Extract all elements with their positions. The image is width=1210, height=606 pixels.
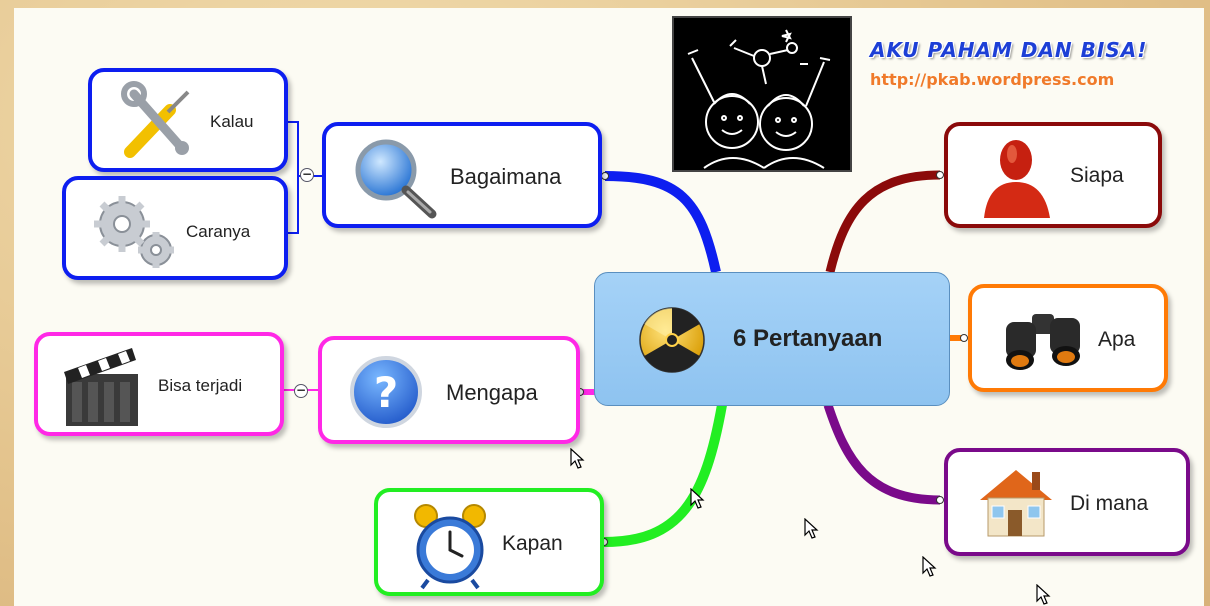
cursor-icon [690,488,705,509]
brand-title: AKU PAHAM DAN BISA! [870,38,1148,62]
question-icon: ? [348,354,424,435]
node-kalau-label: Kalau [210,112,254,131]
node-siapa-label: Siapa [1070,164,1124,187]
node-bisaterjadi-label: Bisa terjadi [158,376,243,395]
tools-icon [118,80,198,169]
alarm-clock-icon [412,500,488,595]
collapse-toggle-mengapa[interactable]: − [294,383,308,398]
node-bagaimana[interactable]: Bagaimana [322,122,602,228]
node-mengapa[interactable]: ? Mengapa [318,336,580,444]
node-kapan-label: Kapan [502,532,563,555]
svg-text:?: ? [374,368,398,417]
node-apa[interactable]: Apa [968,284,1168,392]
collapse-toggle-bagaimana[interactable]: − [300,167,314,182]
cursor-icon [804,518,819,539]
node-bisaterjadi[interactable]: Bisa terjadi [34,332,284,436]
clapperboard-icon [58,342,148,435]
node-siapa[interactable]: Siapa [944,122,1162,228]
central-topic[interactable]: 6 Pertanyaan [594,272,950,406]
node-kapan[interactable]: Kapan [374,488,604,596]
node-caranya[interactable]: Caranya [62,176,288,280]
node-caranya-label: Caranya [186,222,251,241]
radiation-ball-icon [637,305,707,380]
central-topic-label: 6 Pertanyaan [733,325,883,352]
node-bagaimana-label: Bagaimana [450,164,562,189]
magnifier-icon [350,136,440,225]
person-icon [978,134,1058,225]
node-kalau[interactable]: Kalau [88,68,288,172]
node-apa-label: Apa [1098,328,1136,351]
cursor-icon [1036,584,1051,605]
cursor-icon [570,448,585,469]
node-dimana[interactable]: Di mana [944,448,1190,556]
binoculars-icon [998,304,1088,379]
node-dimana-label: Di mana [1070,492,1149,515]
brand-url[interactable]: http://pkab.wordpress.com [870,70,1115,89]
cursor-icon [922,556,937,577]
gears-icon [90,192,180,277]
kids-doodle-image [672,16,852,172]
node-mengapa-label: Mengapa [446,380,538,405]
house-icon [976,464,1056,545]
